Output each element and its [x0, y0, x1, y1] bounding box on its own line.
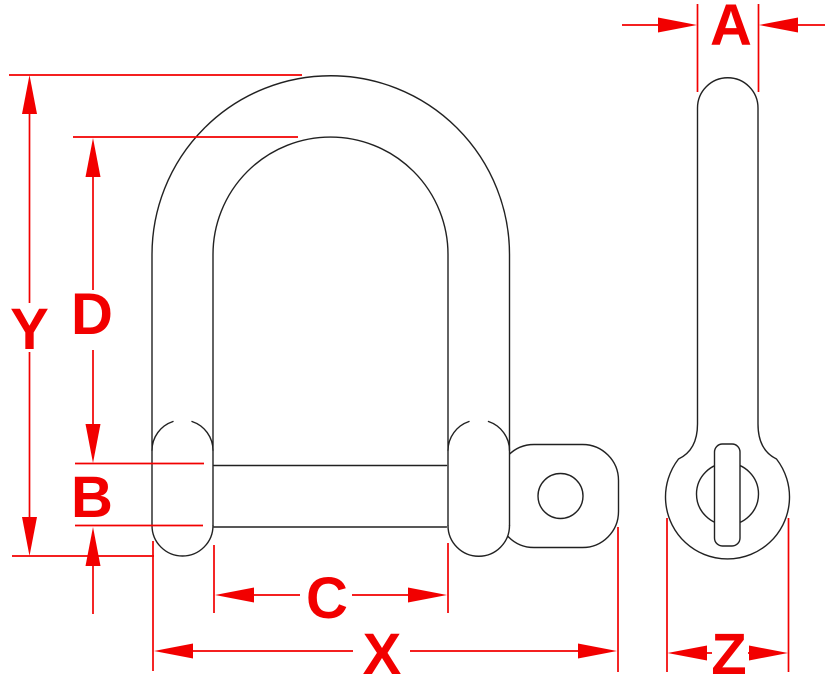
z-arrowhead-right-icon: [749, 645, 788, 661]
side-view: [664, 77, 791, 560]
dimension-y: Y: [9, 74, 302, 557]
dimension-b: B: [71, 462, 204, 614]
x-arrowhead-left-icon: [154, 643, 193, 659]
y-arrowhead-up-icon: [22, 75, 37, 114]
c-arrowhead-left-icon: [215, 587, 254, 603]
dim-label-d: D: [71, 282, 113, 347]
dim-label-c: C: [306, 566, 348, 631]
dim-label-b: B: [71, 465, 113, 530]
pin-hole: [537, 472, 584, 520]
bow-inner-outline: [212, 136, 449, 527]
x-arrowhead-right-icon: [578, 643, 617, 659]
right-ear-mask: [448, 420, 510, 556]
dimension-d: D: [71, 136, 298, 463]
left-ear-top-arc-right: [191, 420, 214, 452]
right-ear-bottom-arc: [447, 524, 511, 557]
dimension-z: Z: [666, 518, 790, 685]
bow-outer-outline: [151, 75, 511, 527]
right-ear-top-arc-left: [447, 420, 470, 452]
d-arrowhead-down-icon: [85, 424, 101, 463]
dim-label-x: X: [363, 622, 402, 685]
side-body-outline: [664, 77, 791, 560]
dimension-c: C: [213, 543, 449, 631]
dim-label-a: A: [710, 0, 752, 58]
z-arrowhead-left-icon: [667, 645, 707, 661]
dim-label-y: Y: [10, 297, 49, 362]
dimension-x: X: [152, 527, 619, 685]
left-ear-mask: [152, 420, 213, 556]
dimension-a: A: [622, 0, 825, 92]
left-ear-top-arc-left: [151, 420, 174, 452]
a-arrowhead-left-icon: [759, 17, 798, 33]
y-arrowhead-down-icon: [22, 517, 37, 556]
front-view: [151, 75, 620, 557]
d-arrowhead-up-icon: [85, 138, 101, 177]
right-ear-top-arc-right: [487, 420, 511, 452]
b-arrowhead-up-icon: [85, 527, 101, 566]
dim-label-z: Z: [711, 622, 746, 685]
side-pin-key: [713, 443, 741, 547]
c-arrowhead-right-icon: [408, 587, 447, 603]
left-ear-bottom-arc: [151, 524, 214, 557]
a-arrowhead-right-icon: [658, 17, 697, 33]
